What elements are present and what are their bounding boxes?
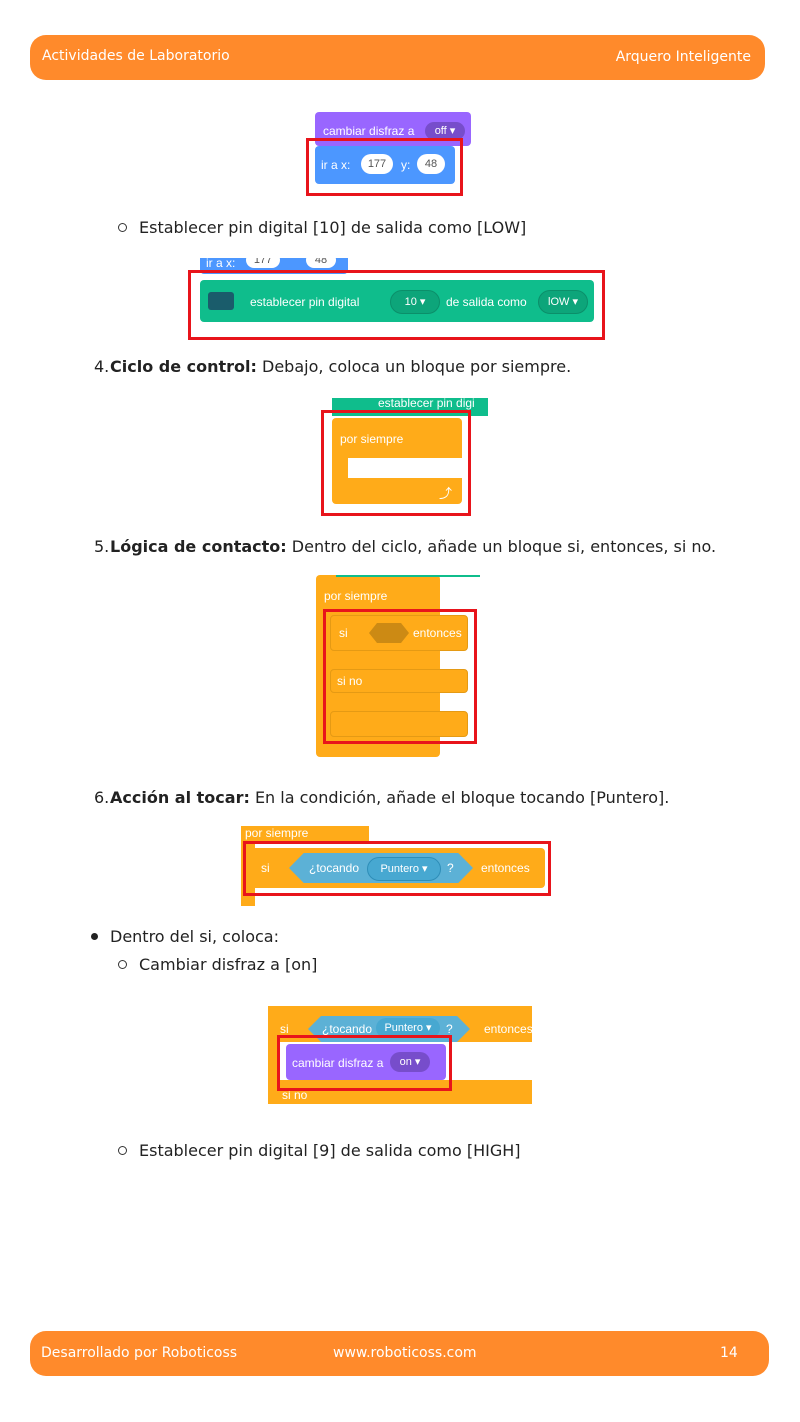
y-input: 48: [306, 258, 336, 268]
mode-label: de salida como: [446, 295, 527, 309]
footer-website[interactable]: www.roboticoss.com: [333, 1345, 477, 1361]
then-label: entonces: [481, 861, 530, 875]
costume-dropdown: on ▾: [390, 1052, 430, 1072]
sub-bullet: [118, 1146, 127, 1155]
page-footer: Desarrollado por Roboticoss www.robotico…: [30, 1331, 769, 1376]
page-header: Actividades de Laboratorio Arquero Intel…: [30, 35, 765, 80]
goto-label: ir a x:: [206, 258, 236, 270]
forever-block-partial: por siempre: [241, 826, 369, 844]
highlight-box: [243, 841, 551, 896]
x-input: 177: [361, 154, 393, 174]
figure-touching-block: por siempre si ¿tocando Puntero ▾ ? ento…: [241, 826, 553, 906]
if-label: si: [280, 1022, 289, 1036]
step-title: Ciclo de control:: [110, 357, 257, 376]
forever-bottom: ⤴: [332, 478, 462, 504]
forever-block: por siempre: [332, 418, 462, 458]
y-input: 48: [417, 154, 445, 174]
highlight-box: [188, 270, 605, 340]
costume-label: cambiar disfraz a: [292, 1056, 384, 1070]
pin-dropdown: 10 ▾: [390, 290, 440, 314]
sub-bullet: [118, 223, 127, 232]
forever-label: por siempre: [245, 826, 309, 840]
figure-goto-block: cambiar disfraz a off ▾ ir a x: 177 y: 4…: [313, 108, 473, 200]
costume-label: cambiar disfraz a: [323, 124, 415, 138]
then-label: entonces: [484, 1022, 532, 1036]
pin-block: establecer pin digital 10 ▾ de salida co…: [200, 280, 594, 322]
question-mark: ?: [446, 1022, 453, 1036]
if-block: si ¿tocando Puntero ▾ ? entonces: [249, 848, 545, 888]
step-text: Debajo, coloca un bloque por siempre.: [256, 357, 572, 376]
forever-label: por siempre: [340, 432, 404, 446]
step-text: Dentro del ciclo, añade un bloque si, en…: [286, 537, 717, 556]
highlight-box: [277, 1035, 452, 1091]
then-label: entonces: [413, 626, 462, 640]
step-5: Lógica de contacto: Dentro del ciclo, añ…: [110, 537, 716, 557]
forever-arm: [332, 458, 348, 478]
else-label: si no: [282, 1088, 308, 1102]
highlight-box: [321, 410, 471, 516]
header-title: Actividades de Laboratorio: [42, 48, 230, 64]
else-block: si no: [272, 1080, 532, 1104]
costume-block: cambiar disfraz a on ▾: [286, 1044, 446, 1080]
else-block: si no: [330, 669, 468, 693]
sub-item-costume-on: Cambiar disfraz a [on]: [139, 955, 318, 974]
bullet-item: Dentro del si, coloca:: [110, 927, 279, 946]
costume-dropdown: off ▾: [425, 122, 465, 140]
step-text: En la condición, añade el bloque tocando…: [249, 788, 670, 807]
page-number: 14: [720, 1345, 738, 1361]
step-title: Acción al tocar:: [110, 788, 250, 807]
step-6: Acción al tocar: En la condición, añade …: [110, 788, 669, 808]
goto-block: ir a x: 177 y: 48: [315, 146, 455, 184]
step-title: Lógica de contacto:: [110, 537, 287, 556]
question-mark: ?: [447, 861, 454, 875]
header-subtitle: Arquero Inteligente: [615, 49, 751, 65]
teal-line: [336, 575, 480, 577]
if-bottom: [330, 711, 468, 737]
highlight-box: [306, 138, 463, 196]
else-label: si no: [337, 674, 363, 688]
step-number: 4.: [94, 357, 110, 376]
highlight-box: [323, 609, 477, 744]
if-block: si entonces: [330, 615, 468, 651]
loop-arrow-icon: ⤴: [438, 486, 452, 501]
y-label: y:: [401, 158, 411, 172]
figure-pin-block: ir a x: 177 48 establecer pin digital 10…: [188, 258, 606, 342]
bullet: [91, 933, 98, 940]
step-number: 5.: [94, 537, 110, 556]
figure-if-else-block: por siempre si entonces si no: [316, 575, 480, 760]
touching-label: ¿tocando: [322, 1022, 373, 1036]
touching-dropdown: Puntero ▾: [376, 1018, 440, 1038]
touching-label: ¿tocando: [309, 861, 360, 875]
goto-label: ir a x:: [321, 158, 351, 172]
step-number: 6.: [94, 788, 110, 807]
forever-label: por siempre: [324, 589, 388, 603]
pin-label: establecer pin digi: [378, 398, 475, 410]
footer-credit: Desarrollado por Roboticoss: [41, 1345, 238, 1361]
touching-dropdown: Puntero ▾: [367, 857, 441, 881]
sub-item-pin-high: Establecer pin digital [9] de salida com…: [139, 1141, 521, 1160]
sub-item-pin-low: Establecer pin digital [10] de salida co…: [139, 218, 527, 237]
if-label: si: [261, 861, 270, 875]
mode-dropdown: lOW ▾: [538, 290, 588, 314]
if-label: si: [339, 626, 348, 640]
sub-bullet: [118, 960, 127, 969]
step-4: Ciclo de control: Debajo, coloca un bloq…: [110, 357, 571, 377]
arduino-icon: [208, 292, 234, 310]
condition-slot: [369, 623, 409, 643]
pin-label: establecer pin digital: [250, 295, 360, 309]
x-input: 177: [246, 258, 280, 268]
